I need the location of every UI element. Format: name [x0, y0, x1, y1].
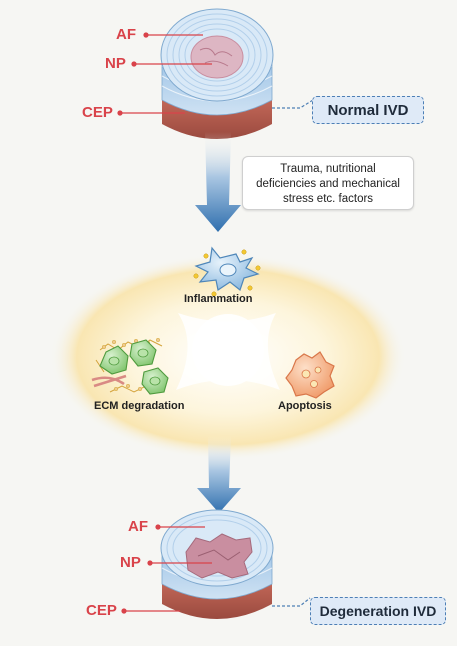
- causes-line-2: deficiencies and mechanical: [256, 178, 400, 190]
- normal-np-label: NP: [105, 55, 126, 72]
- inflammation-label: Inflammation: [184, 293, 253, 305]
- degenerated-disc: [160, 509, 274, 619]
- normal-callout-connector: [272, 99, 314, 109]
- degenerated-cep-label: CEP: [86, 602, 117, 619]
- normal-ivd-text: Normal IVD: [327, 101, 409, 119]
- ecm-degradation-label: ECM degradation: [94, 400, 185, 412]
- degenerated-af-label: AF: [128, 518, 148, 535]
- arrow-top: [195, 132, 241, 232]
- degenerated-np: [185, 533, 253, 579]
- normal-af-label: AF: [116, 26, 136, 43]
- ecm-degradation-cells: [91, 338, 169, 395]
- arrow-bottom: [197, 436, 241, 513]
- inflammation-cell: [193, 246, 261, 297]
- normal-cep-label: CEP: [82, 104, 113, 121]
- normal-np: [190, 35, 244, 79]
- degeneration-ivd-text: Degeneration IVD: [319, 603, 437, 619]
- degeneration-ivd-badge: Degeneration IVD: [310, 597, 446, 625]
- causes-line-3: stress etc. factors: [282, 193, 374, 205]
- degenerated-np-label: NP: [120, 554, 141, 571]
- apoptosis-cell: [285, 351, 335, 399]
- degenerated-callout-connector: [272, 597, 311, 607]
- causes-note: Trauma, nutritional deficiencies and mec…: [242, 156, 414, 210]
- apoptosis-label: Apoptosis: [278, 400, 332, 412]
- normal-ivd-badge: Normal IVD: [312, 96, 424, 124]
- normal-disc: [160, 8, 274, 139]
- causes-line-1: Trauma, nutritional: [280, 163, 376, 175]
